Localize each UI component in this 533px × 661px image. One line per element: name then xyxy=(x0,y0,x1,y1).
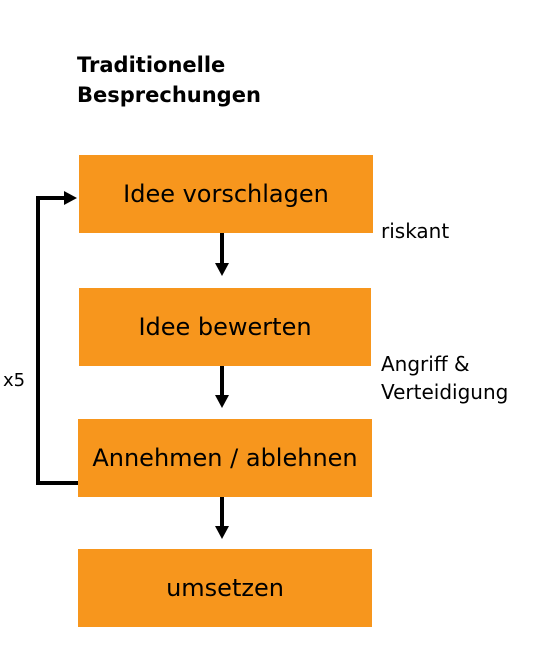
note-attack-defense: Angriff & Verteidigung xyxy=(381,350,508,406)
step-label-accept-reject: Annehmen / ablehnen xyxy=(92,444,358,472)
diagram-title: Traditionelle Besprechungen xyxy=(77,50,261,110)
title-line-2: Besprechungen xyxy=(77,83,261,107)
step-box-accept-reject: Annehmen / ablehnen xyxy=(78,419,372,497)
step-box-evaluate-idea: Idee bewerten xyxy=(79,288,371,366)
note-risky: riskant xyxy=(381,219,450,243)
loop-count-label: x5 xyxy=(3,370,26,391)
note-attack-line-1: Angriff & xyxy=(381,352,470,376)
step-label-evaluate-idea: Idee bewerten xyxy=(138,313,312,341)
note-attack-line-2: Verteidigung xyxy=(381,380,509,404)
step-box-implement: umsetzen xyxy=(78,549,372,627)
arrow-down-3 xyxy=(215,497,229,539)
step-label-propose-idea: Idee vorschlagen xyxy=(123,180,329,208)
arrow-down-2 xyxy=(215,366,229,408)
step-box-propose-idea: Idee vorschlagen xyxy=(79,155,373,233)
arrow-down-1 xyxy=(215,233,229,276)
loop-back-arrow xyxy=(36,191,78,485)
title-line-1: Traditionelle xyxy=(77,53,226,77)
step-label-implement: umsetzen xyxy=(166,574,284,602)
